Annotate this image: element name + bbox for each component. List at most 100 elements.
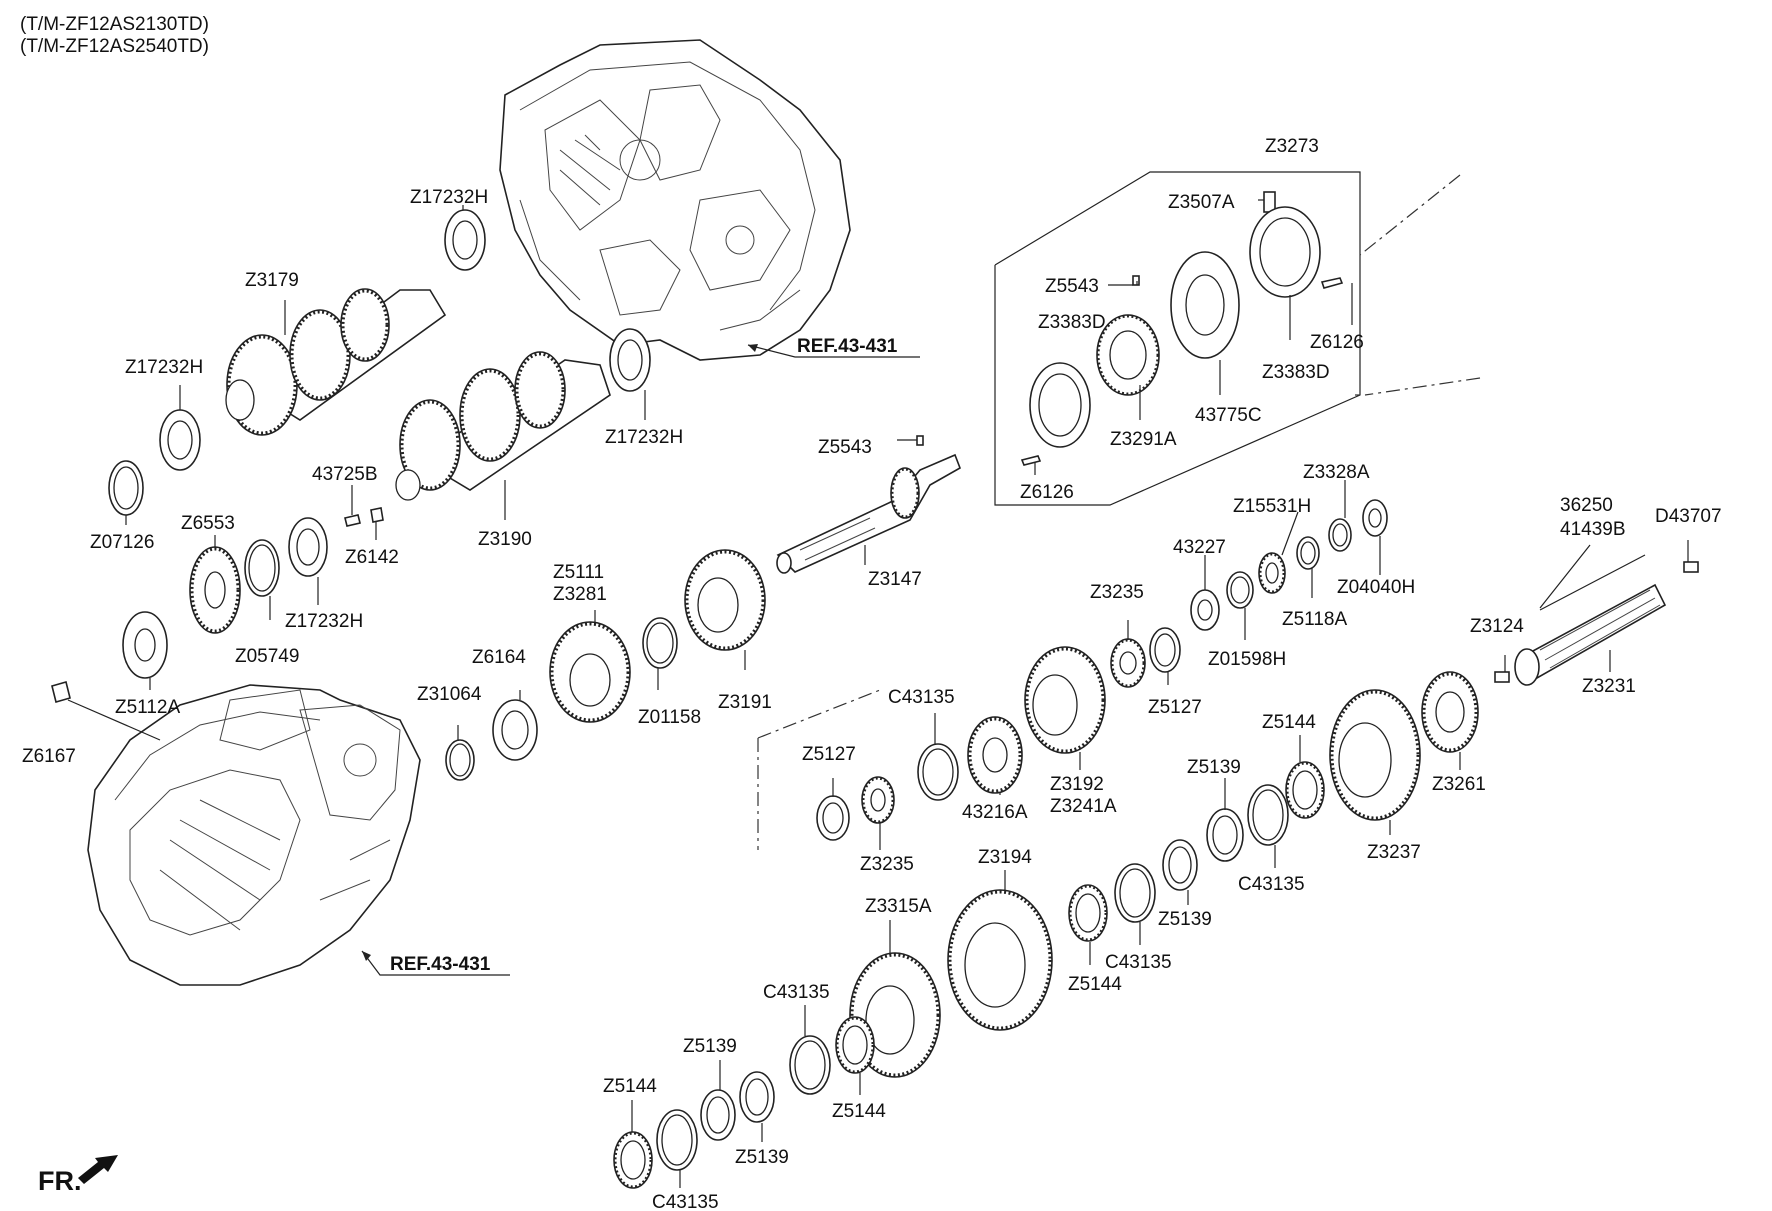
ref-lower[interactable]: REF.43-431 (361, 950, 510, 976)
label-z5144-d: Z5144 (603, 1076, 657, 1097)
z5144-ring-c[interactable] (835, 1016, 875, 1074)
z3192-gear[interactable] (1024, 646, 1106, 754)
label-z5112a: Z5112A (115, 697, 180, 718)
label-z6126-right: Z6126 (1310, 332, 1364, 353)
z5118a-ring[interactable] (1296, 536, 1320, 570)
z17232h-bearing-low[interactable] (288, 517, 328, 577)
z3383d-ring-left[interactable] (1029, 362, 1091, 448)
label-z31064: Z31064 (417, 684, 482, 705)
label-z6126-left: Z6126 (1020, 482, 1074, 503)
label-z3147: Z3147 (868, 569, 922, 590)
label-d43707: D43707 (1655, 506, 1722, 527)
z15531h-bearing[interactable] (1258, 552, 1286, 594)
label-z3328a: Z3328A (1303, 462, 1370, 483)
label-z04040h: Z04040H (1337, 577, 1415, 598)
z3179-shaft[interactable] (225, 288, 447, 436)
c43135-ring-e[interactable] (656, 1109, 698, 1171)
c43135-ring-c[interactable] (1114, 863, 1156, 923)
z5127-ring-top[interactable] (1149, 627, 1181, 673)
z5543-top-pin[interactable] (1132, 275, 1140, 286)
z07126-washer[interactable] (108, 460, 144, 516)
z5139-ring-b[interactable] (1162, 839, 1198, 891)
label-z3383d-left: Z3383D (1038, 312, 1106, 333)
z5144-ring-b[interactable] (1068, 884, 1108, 942)
label-z3315a: Z3315A (865, 896, 932, 917)
z5144-ring-a[interactable] (1285, 761, 1325, 819)
z01598h-ring[interactable] (1226, 571, 1254, 609)
z3291a-hub[interactable] (1096, 314, 1160, 396)
ref-upper-label: REF.43-431 (797, 336, 898, 357)
ref-upper[interactable]: REF.43-431 (747, 336, 920, 358)
z3231-shaft[interactable] (1514, 583, 1667, 686)
c43135-ring-b[interactable] (1247, 784, 1289, 846)
p43775c-plate[interactable] (1170, 251, 1240, 359)
z05749-ring[interactable] (244, 539, 280, 597)
label-z5127-top: Z5127 (1148, 697, 1202, 718)
c43135-ring-a[interactable] (917, 743, 959, 801)
z17232h-bearing-mid[interactable] (609, 328, 651, 392)
mid-dashed-box (757, 689, 881, 850)
label-z3291a: Z3291A (1110, 429, 1177, 450)
z5139-ring-a[interactable] (1206, 808, 1244, 862)
z5139-ring-c[interactable] (739, 1071, 775, 1123)
z3235-bearing-left[interactable] (861, 776, 895, 824)
z3315a-gear[interactable] (849, 952, 941, 1078)
z6553-gear[interactable] (189, 546, 241, 634)
z6126-pin-left[interactable] (1020, 455, 1042, 466)
label-z5139-b: Z5139 (1158, 909, 1212, 930)
rod-36250-41439b[interactable] (1539, 554, 1646, 611)
label-z6164: Z6164 (472, 647, 526, 668)
label-z6167: Z6167 (22, 746, 76, 767)
label-c43135-a: C43135 (888, 687, 955, 708)
z17232h-bearing-left[interactable] (159, 409, 201, 471)
z3237-gear[interactable] (1329, 689, 1421, 821)
front-marker: FR. (38, 1155, 118, 1196)
p43227-bearing[interactable] (1190, 589, 1220, 631)
z3194-gear[interactable] (947, 889, 1053, 1031)
label-z15531h: Z15531H (1233, 496, 1311, 517)
z3383d-ring-right[interactable] (1249, 206, 1321, 298)
z5144-ring-d[interactable] (613, 1131, 653, 1189)
z04040h-washer[interactable] (1362, 499, 1388, 537)
z01158-ring[interactable] (642, 617, 678, 669)
label-43725b: 43725B (312, 464, 378, 485)
z3328a-ring[interactable] (1328, 518, 1352, 552)
label-z5118a: Z5118A (1282, 609, 1347, 630)
label-z6142: Z6142 (345, 547, 399, 568)
z6126-pin-right[interactable] (1320, 277, 1344, 289)
p43216a-gear[interactable] (967, 716, 1023, 794)
label-z5127-left: Z5127 (802, 744, 856, 765)
label-36250: 36250 (1560, 495, 1613, 516)
p43725b-pin[interactable] (344, 514, 361, 527)
label-z5139-d: Z5139 (735, 1147, 789, 1168)
z5139-ring-d[interactable] (700, 1089, 736, 1141)
label-z3261: Z3261 (1432, 774, 1486, 795)
label-z3235-left: Z3235 (860, 854, 914, 875)
z3124-pin[interactable] (1494, 671, 1510, 683)
z5543-mid-pin[interactable] (916, 435, 924, 446)
z3191-gear[interactable] (684, 549, 766, 651)
z3190-shaft[interactable] (395, 351, 611, 501)
z17232h-bearing-top[interactable] (444, 209, 486, 271)
label-z5139-a: Z5139 (1187, 757, 1241, 778)
label-z3237: Z3237 (1367, 842, 1421, 863)
label-z17232h-top: Z17232H (410, 187, 488, 208)
label-z3192: Z3192 (1050, 774, 1104, 795)
z5111-gear[interactable] (549, 621, 631, 723)
z5127-ring-left[interactable] (816, 795, 850, 841)
c43135-ring-d[interactable] (789, 1035, 831, 1095)
label-z3190: Z3190 (478, 529, 532, 550)
part-labels: Z3273 Z3507A Z5543 Z3383D Z6126 Z3383D 4… (22, 136, 1722, 1211)
z6167-plug[interactable] (51, 681, 71, 703)
label-z3179: Z3179 (245, 270, 299, 291)
z31064-ring[interactable] (445, 739, 475, 781)
z5112a-washer[interactable] (122, 611, 168, 679)
z3235-bearing-top[interactable] (1110, 638, 1146, 688)
d43707-pin[interactable] (1683, 561, 1699, 573)
z6142-pin[interactable] (370, 507, 384, 523)
label-z07126: Z07126 (90, 532, 154, 553)
z6164-bearing[interactable] (492, 699, 538, 761)
z3261-hub[interactable] (1421, 671, 1479, 753)
z3147-mainshaft[interactable] (776, 453, 961, 574)
